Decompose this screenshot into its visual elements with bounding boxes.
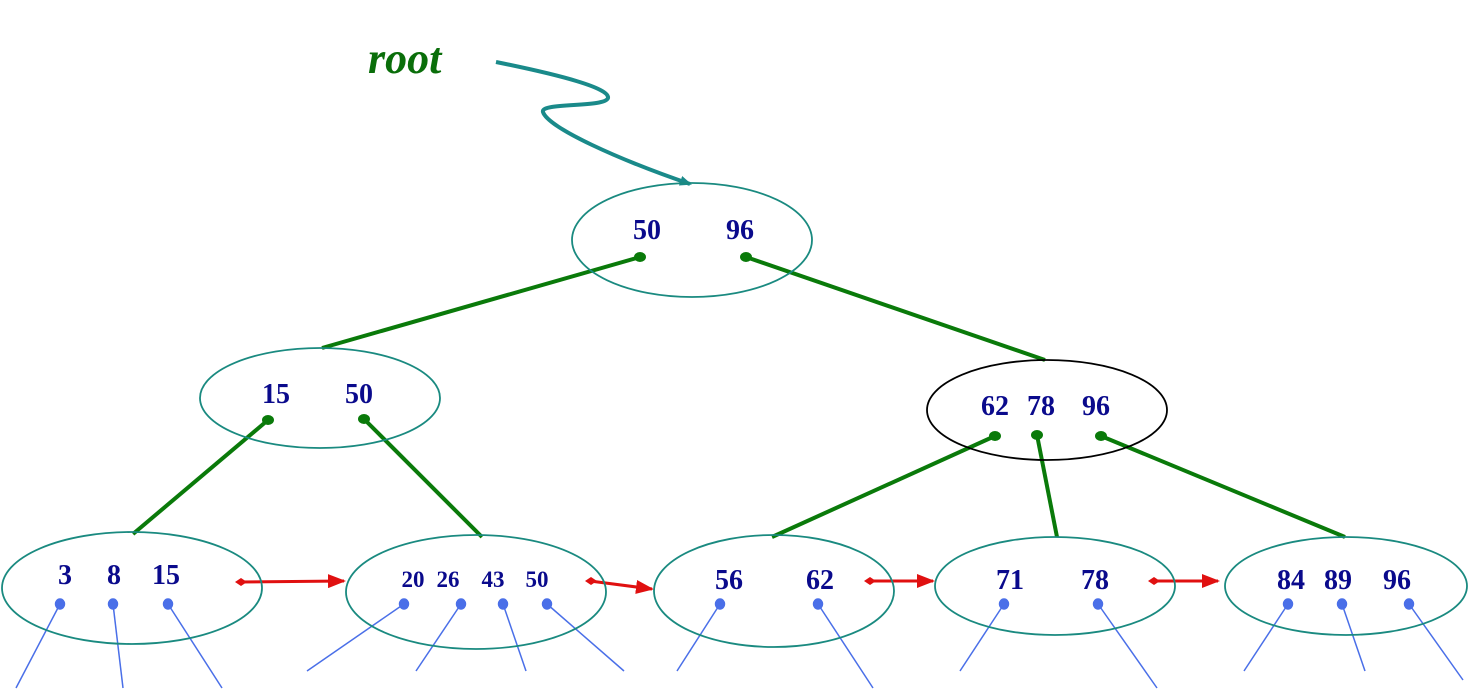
leaf-5-key-1: 84	[1277, 565, 1305, 596]
leaf-link-4-to-5	[1148, 574, 1220, 588]
leaf-link-2-to-3	[585, 577, 654, 594]
tree-edge-dots	[262, 252, 1107, 441]
leaf-node-2: 20 26 43 50	[345, 534, 607, 650]
edge-inner-left-to-leaf-1	[131, 418, 270, 536]
leaf-3-key-1: 56	[715, 565, 743, 596]
edge-root-to-inner-left	[321, 255, 641, 350]
inner-left-key-2: 50	[345, 379, 373, 410]
inner-node-left: 15 50	[199, 347, 441, 449]
leaf-2-key-4: 50	[526, 567, 549, 592]
root-label: root	[368, 34, 443, 83]
leaf-2-key-3: 43	[482, 567, 505, 592]
leaf-2-key-2: 26	[437, 567, 460, 592]
leaf-link-1-to-2	[235, 574, 346, 589]
edge-inner-right-to-leaf-4	[1035, 434, 1059, 538]
inner-right-key-2: 78	[1027, 391, 1055, 422]
tree-edges	[131, 255, 1346, 539]
leaf-1-key-1: 3	[58, 560, 72, 591]
record-pointers	[15, 598, 1464, 689]
edge-root-to-inner-right	[745, 255, 1046, 362]
root-pointer-arrow	[495, 60, 692, 186]
root-key-2: 96	[726, 215, 754, 246]
leaf-2-key-1: 20	[402, 567, 425, 592]
edge-inner-right-to-leaf-5	[1100, 434, 1346, 539]
leaf-link-3-to-4	[864, 574, 935, 588]
leaf-node-3: 56 62	[653, 534, 895, 648]
root-key-1: 50	[633, 215, 661, 246]
leaf-node-4: 71 78	[934, 536, 1176, 636]
leaf-4-key-1: 71	[996, 565, 1024, 596]
leaf-sibling-links	[235, 574, 1220, 594]
leaf-3-key-2: 62	[806, 565, 834, 596]
root-node: 50 96	[571, 182, 813, 298]
leaf-node-1: 3 8 15	[1, 531, 263, 645]
inner-left-key-1: 15	[262, 379, 290, 410]
leaf-5-key-3: 96	[1383, 565, 1411, 596]
leaf-5-key-2: 89	[1324, 565, 1352, 596]
edge-inner-left-to-leaf-2	[362, 417, 484, 539]
edge-inner-right-to-leaf-3	[771, 434, 996, 539]
leaf-1-key-2: 8	[107, 560, 121, 591]
leaf-1-key-3: 15	[152, 560, 180, 591]
inner-node-right: 62 78 96	[926, 359, 1168, 461]
inner-right-key-1: 62	[981, 391, 1009, 422]
leaf-4-key-2: 78	[1081, 565, 1109, 596]
inner-right-key-3: 96	[1082, 391, 1110, 422]
leaf-node-5: 84 89 96	[1224, 536, 1468, 636]
